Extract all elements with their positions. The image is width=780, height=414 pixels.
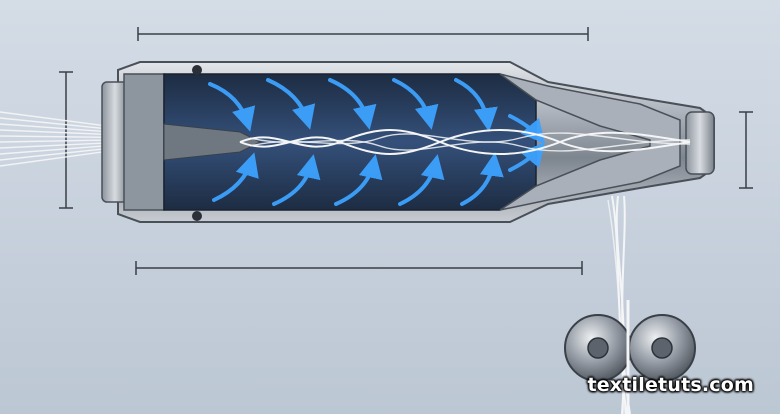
output-yarn <box>607 195 631 414</box>
airflow-arrow-icon <box>212 152 259 202</box>
textured-yarn <box>239 129 691 155</box>
nozzle-tip <box>685 111 715 175</box>
airflow-arrow-icon <box>208 82 256 132</box>
airflow-arrow-icon <box>508 114 546 145</box>
yarn-guide-needle <box>163 123 262 161</box>
airflow-arrow-icon <box>460 152 504 206</box>
airflow-arrow-icon <box>398 154 445 206</box>
airflow-arrow-icon <box>272 154 321 206</box>
nozzle-exit-insert <box>499 73 681 211</box>
air-port-top <box>192 65 202 75</box>
watermark-text: textiletuts.com <box>587 374 754 396</box>
airflow-arrow-icon <box>328 78 377 130</box>
delivery-roller-icon <box>564 314 696 382</box>
airflow-arrow-icon <box>334 154 383 206</box>
airflow-arrow-icon <box>454 78 498 132</box>
airflow-arrow-icon <box>392 78 439 130</box>
nozzle-inlet-flange <box>123 73 165 211</box>
dimension-lines <box>59 27 753 275</box>
airflow-arrow-icon <box>266 78 316 130</box>
air-port-bottom <box>192 211 202 221</box>
